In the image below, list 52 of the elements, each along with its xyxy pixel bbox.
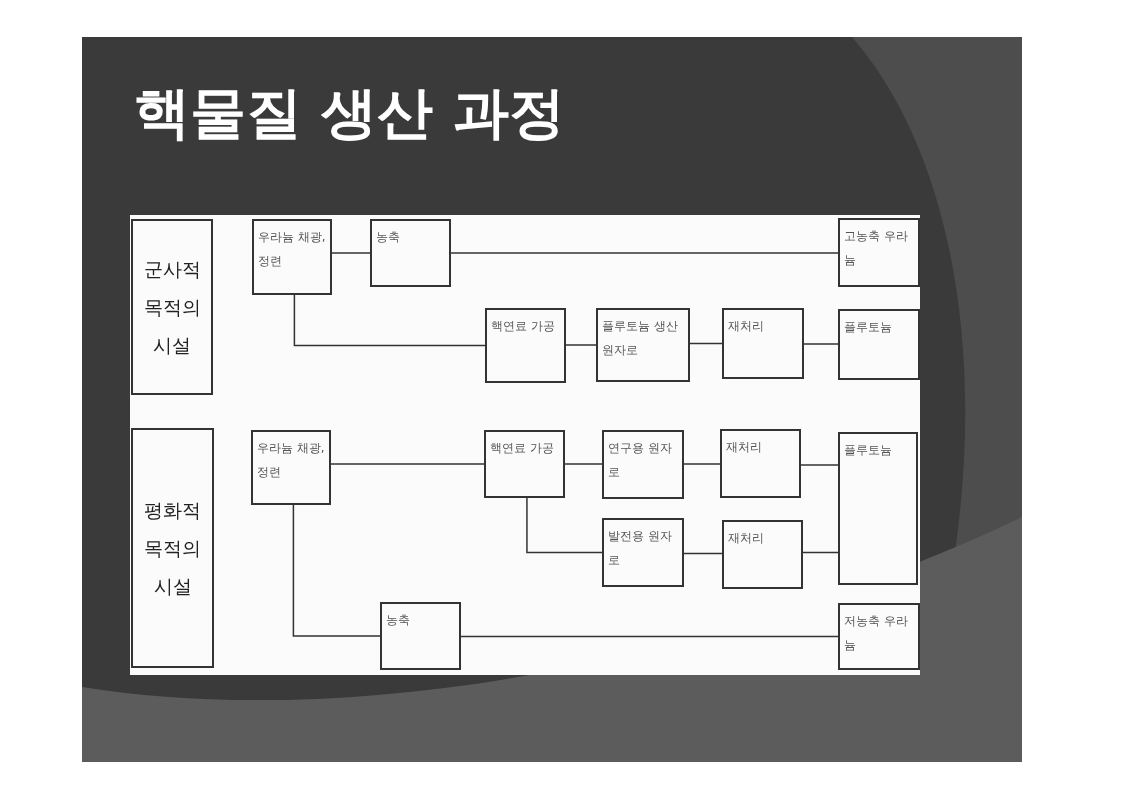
- process-box: [722, 520, 803, 589]
- process-box: [720, 429, 801, 498]
- connector-line: [803, 343, 839, 345]
- connector-line: [330, 463, 485, 465]
- process-box: [838, 309, 920, 380]
- connector-line: [683, 463, 721, 465]
- node-label: 농축: [376, 229, 401, 246]
- process-box: [602, 430, 684, 499]
- slide-title: 핵물질 생산 과정: [134, 85, 565, 141]
- connector-line: [460, 635, 839, 638]
- process-box: [602, 518, 684, 587]
- node-label: 재처리: [728, 318, 765, 335]
- connector-line: [565, 344, 597, 346]
- process-box: [838, 218, 920, 287]
- node-label: 저농축 우라늄: [844, 613, 909, 654]
- connector-line: [683, 552, 723, 555]
- node-label: 플루토늄: [844, 319, 893, 336]
- process-box: [838, 432, 918, 585]
- connector-line: [526, 497, 603, 554]
- node-label: 평화적 목적의 시설: [143, 498, 202, 599]
- process-box: [485, 308, 566, 383]
- node-label: 재처리: [728, 530, 765, 547]
- node-label: 농축: [386, 612, 411, 629]
- connector-line: [331, 252, 371, 254]
- node-label: 우라늄 채광, 정련: [257, 440, 325, 481]
- connector-line: [802, 551, 839, 554]
- process-box: [838, 603, 920, 670]
- node-label: 재처리: [726, 439, 763, 456]
- node-label: 연구용 원자로: [608, 440, 673, 481]
- node-label: 고농축 우라늄: [844, 228, 909, 269]
- process-box: [722, 308, 804, 379]
- connector-line: [800, 464, 839, 466]
- node-label: 플루토늄 생산원자로: [602, 318, 679, 359]
- node-label: 핵연료 가공: [490, 440, 555, 457]
- process-box: [380, 602, 461, 670]
- connector-line: [450, 252, 839, 254]
- process-box: [252, 219, 332, 295]
- connector-line: [564, 463, 603, 465]
- node-label: 핵연료 가공: [491, 318, 556, 335]
- node-label: 군사적 목적의 시설: [142, 257, 202, 358]
- process-box: [370, 219, 451, 287]
- connector-line: [293, 294, 486, 347]
- process-box: [484, 430, 565, 498]
- category-box: [131, 428, 214, 668]
- category-box: [131, 219, 213, 395]
- connector-line: [689, 342, 723, 345]
- process-box: [596, 308, 690, 382]
- node-label: 발전용 원자로: [608, 528, 673, 569]
- connector-line: [292, 504, 381, 637]
- node-label: 플루토늄: [844, 442, 893, 459]
- process-box: [251, 430, 331, 505]
- node-label: 우라늄 채광, 정련: [258, 229, 326, 270]
